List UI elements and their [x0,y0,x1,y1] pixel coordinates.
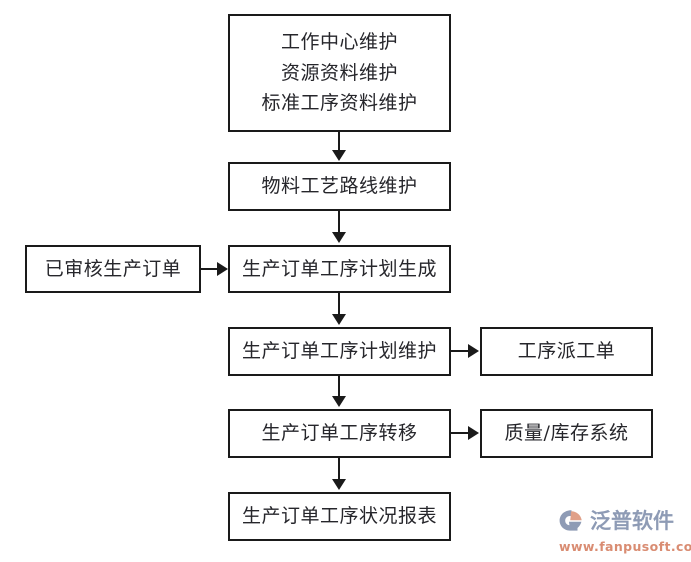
arrow-plan-generate-to-plan-maintain-head [332,314,346,325]
arrow-plan-maintain-to-dispatch-order-line [451,350,470,352]
node-quality-inventory-label: 质量/库存系统 [504,422,629,444]
node-quality-inventory[interactable]: 质量/库存系统 [480,409,653,458]
node-process-transfer[interactable]: 生产订单工序转移 [228,409,451,458]
node-process-transfer-label: 生产订单工序转移 [261,422,418,444]
node-basic-data[interactable]: 工作中心维护 资源资料维护 标准工序资料维护 [228,14,451,132]
node-status-report[interactable]: 生产订单工序状况报表 [228,492,451,541]
watermark: 泛普软件 www.fanpusoft.com [558,503,691,557]
arrow-process-transfer-to-status-report-head [332,479,346,490]
node-dispatch-order-label: 工序派工单 [517,340,616,362]
arrow-process-transfer-to-quality-inventory-head [468,426,479,440]
node-dispatch-order[interactable]: 工序派工单 [480,327,653,376]
node-basic-data-line-3: 标准工序资料维护 [261,91,418,114]
arrow-plan-maintain-to-process-transfer-head [332,396,346,407]
node-plan-generate[interactable]: 生产订单工序计划生成 [228,245,451,293]
watermark-brand-name: 泛普软件 [590,508,674,533]
node-plan-generate-label: 生产订单工序计划生成 [241,257,437,280]
watermark-brand-row: 泛普软件 [558,506,674,536]
arrow-process-transfer-to-quality-inventory-line [451,432,470,434]
arrow-basic-data-to-material-route-head [332,150,346,161]
arrow-basic-data-to-material-route-line [338,132,340,151]
arrow-material-route-to-plan-generate-head [332,232,346,243]
arrow-approved-order-to-plan-generate-line [201,268,220,270]
node-approved-order-label: 已审核生产订单 [44,257,182,280]
arrow-plan-maintain-to-dispatch-order-head [468,344,479,358]
node-basic-data-line-2: 资源资料维护 [280,61,398,84]
node-approved-order[interactable]: 已审核生产订单 [25,245,201,293]
fanpu-logo-icon [558,508,586,534]
node-material-route-label: 物料工艺路线维护 [261,175,418,197]
node-material-route[interactable]: 物料工艺路线维护 [228,162,451,211]
node-status-report-label: 生产订单工序状况报表 [241,505,437,527]
node-basic-data-line-1: 工作中心维护 [280,31,398,54]
node-plan-maintain-label: 生产订单工序计划维护 [241,340,437,362]
arrow-plan-generate-to-plan-maintain-line [338,293,340,315]
arrow-approved-order-to-plan-generate-head [217,262,228,276]
node-plan-maintain[interactable]: 生产订单工序计划维护 [228,327,451,376]
arrow-process-transfer-to-status-report-line [338,458,340,480]
watermark-url: www.fanpusoft.com [559,539,691,554]
arrow-plan-maintain-to-process-transfer-line [338,376,340,397]
arrow-material-route-to-plan-generate-line [338,211,340,233]
